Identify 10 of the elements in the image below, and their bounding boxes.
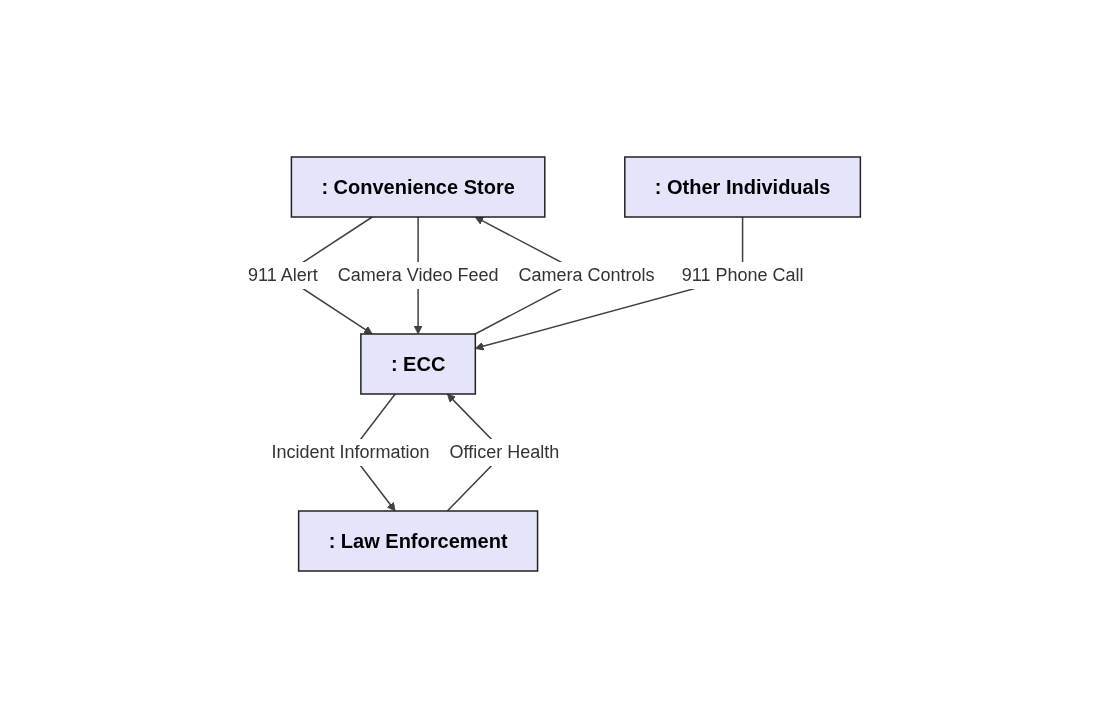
edge-label: Officer Health <box>449 442 560 462</box>
node-box: : Law Enforcement <box>298 510 539 572</box>
node-box: : Convenience Store <box>290 156 546 218</box>
edge-label: Incident Information <box>271 442 430 462</box>
edge-label: 911 Phone Call <box>682 265 804 285</box>
node-box: : ECC <box>360 333 477 395</box>
edge-label: Camera Controls <box>518 265 655 285</box>
edge-label: 911 Alert <box>248 265 319 285</box>
edge-label: Camera Video Feed <box>338 265 499 285</box>
node-box: : Other Individuals <box>624 156 862 218</box>
